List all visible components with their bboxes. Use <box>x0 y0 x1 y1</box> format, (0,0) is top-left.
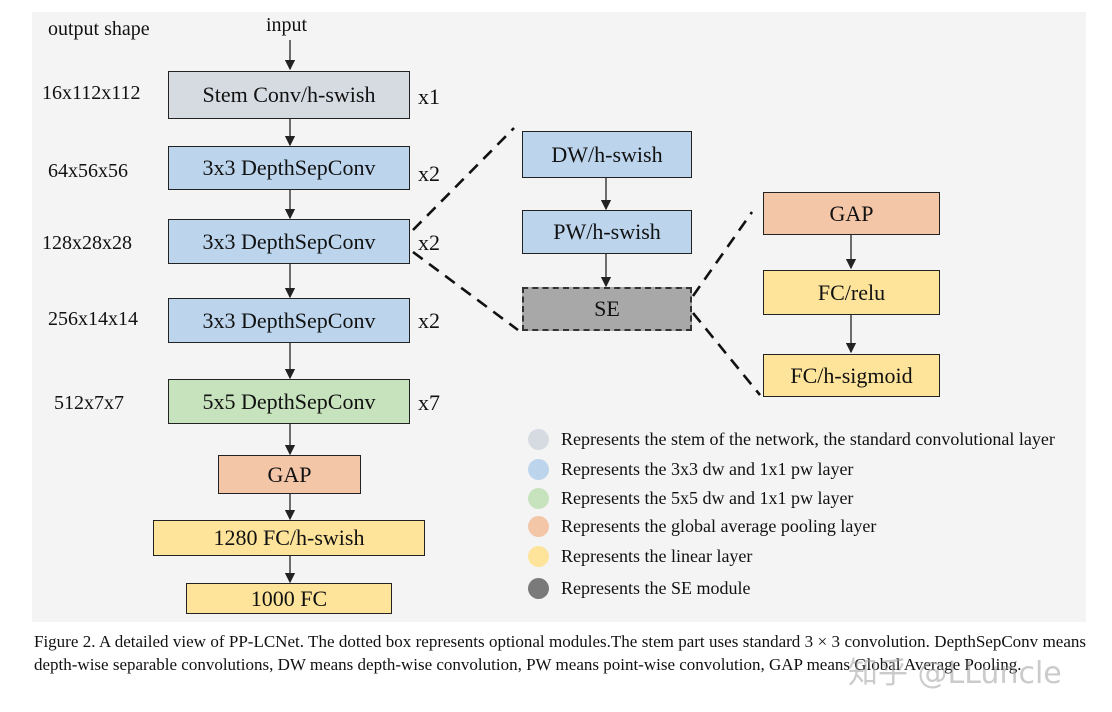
repeat-label: x2 <box>418 308 440 333</box>
depthsepconv-3x3-block: 3x3 DepthSepConv <box>168 146 410 190</box>
output-shape-header: output shape <box>48 18 150 40</box>
se-block: SE <box>522 287 692 331</box>
legend-text: Represents the 3x3 dw and 1x1 pw layer <box>561 458 854 479</box>
legend-swatch <box>528 458 549 480</box>
fc-1280-block: 1280 FC/h-swish <box>153 520 425 556</box>
pw-hswish-block: PW/h-swish <box>522 210 692 254</box>
figure-caption: Figure 2. A detailed view of PP-LCNet. T… <box>34 632 1086 674</box>
legend-text: Represents the stem of the network, the … <box>561 428 1055 449</box>
input-label: input <box>266 14 308 36</box>
gap-block: GAP <box>218 455 361 494</box>
shape-label: 64x56x56 <box>48 160 128 182</box>
legend-swatch <box>528 577 549 599</box>
legend-item: Represents the SE module <box>528 577 750 599</box>
repeat-label: x2 <box>418 230 440 255</box>
legend-item: Represents the stem of the network, the … <box>528 428 1055 450</box>
legend-text: Represents the 5x5 dw and 1x1 pw layer <box>561 487 854 508</box>
legend-text: Represents the linear layer <box>561 545 753 566</box>
depthsepconv-5x5-block: 5x5 DepthSepConv <box>168 379 410 424</box>
legend-item: Represents the linear layer <box>528 545 752 567</box>
legend-text: Represents the SE module <box>561 577 751 598</box>
shape-label: 512x7x7 <box>54 392 124 414</box>
legend-swatch <box>528 515 549 537</box>
legend-swatch <box>528 545 549 567</box>
legend-item: Represents the 3x3 dw and 1x1 pw layer <box>528 458 853 480</box>
repeat-label: x7 <box>418 390 440 415</box>
legend-swatch <box>528 428 549 450</box>
fc-hsigmoid-block: FC/h-sigmoid <box>763 354 940 397</box>
watermark: 知乎 @LLuncle <box>848 656 1062 691</box>
legend-item: Represents the 5x5 dw and 1x1 pw layer <box>528 487 853 509</box>
legend-item: Represents the global average pooling la… <box>528 515 876 537</box>
repeat-label: x2 <box>418 161 440 186</box>
dw-hswish-block: DW/h-swish <box>522 131 692 178</box>
depthsepconv-3x3-block: 3x3 DepthSepConv <box>168 219 410 264</box>
fc-relu-block: FC/relu <box>763 270 940 315</box>
stem-conv-block: Stem Conv/h-swish <box>168 71 410 119</box>
shape-label: 256x14x14 <box>48 308 138 330</box>
repeat-label: x1 <box>418 84 440 109</box>
legend-swatch <box>528 487 549 509</box>
expansion-lines <box>412 127 762 396</box>
legend-text: Represents the global average pooling la… <box>561 515 877 536</box>
fc-1000-block: 1000 FC <box>186 583 392 614</box>
shape-label: 16x112x112 <box>42 82 141 104</box>
depthsepconv-3x3-block: 3x3 DepthSepConv <box>168 298 410 343</box>
shape-label: 128x28x28 <box>42 232 132 254</box>
se-gap-block: GAP <box>763 192 940 235</box>
